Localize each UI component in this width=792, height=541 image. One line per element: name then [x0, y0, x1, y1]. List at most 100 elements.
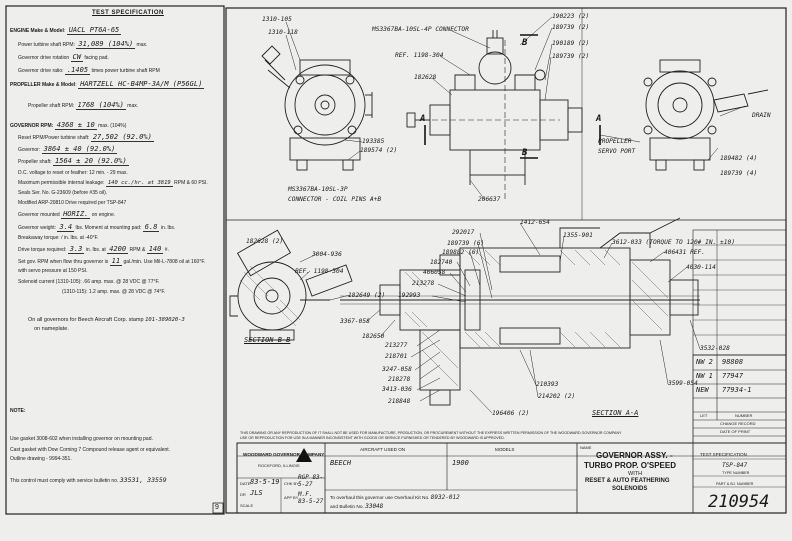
callout: 218848 [388, 398, 411, 405]
rev-code: NEW [696, 386, 709, 394]
spec-title: TEST SPECIFICATION [92, 10, 164, 16]
callout: 189739 (6) [447, 240, 485, 247]
engine-row: ENGINE Make & Model: UACL PT6A-65 [10, 26, 122, 35]
app-value: M.F. 83-5-27 [298, 491, 324, 505]
callout: PROPELLER [598, 138, 632, 145]
callout: MS3367BA-10SL-3P [288, 186, 348, 193]
note-bulletin: This control must comply with service bu… [10, 476, 167, 484]
callout: 182628 (2) [246, 238, 284, 245]
callout: CONNECTOR - COIL PINS A+B [288, 196, 382, 203]
callout: 3413-036 [382, 386, 412, 393]
aircraft-value: BEECH [330, 459, 352, 467]
ratio-row: Governor drive ratio: .1405 times power … [18, 66, 160, 75]
callout: 189739 (4) [720, 170, 758, 177]
weight-label: Governor weight: [18, 225, 57, 231]
leakage-label: Maximum permissible internal leakage: [18, 180, 105, 186]
note-gasket: Use gasket 3008-602 when installing gove… [10, 436, 153, 442]
bulletin-note: and Bulletin No. 33048 [330, 503, 383, 510]
mounting-suffix: on engine. [91, 212, 116, 218]
gov-rpm-label: GOVERNOR RPM: [10, 123, 54, 129]
rev-code: NW 1 [696, 372, 713, 380]
prop-rpm-label: Propeller shaft RPM: [28, 103, 75, 109]
test-row: Set gov. RPM when flow thru governor is … [18, 257, 206, 266]
section-mark-b: B [522, 38, 528, 48]
prop-shaft-label: Propeller shaft: [18, 159, 52, 165]
page-mark: 9 [215, 504, 219, 511]
governor-label: Governor: [18, 147, 41, 153]
assembly-name-5: SOLENOIDS [612, 486, 648, 492]
note-header: NOTE: [10, 408, 26, 414]
section-mark-b: B [522, 148, 528, 158]
callout: DRAIN [752, 112, 771, 119]
callout: 182650 [362, 333, 385, 340]
callout: 3247-058 [382, 366, 412, 373]
drive-label: Drive torque required: [18, 247, 67, 253]
rotation-label: Governor drive rotation [18, 55, 70, 61]
callout: 189574 (2) [360, 147, 398, 154]
dr-label: DR [240, 492, 246, 497]
drive-suffix: #. [164, 247, 169, 253]
mounting-value: HORIZ. [61, 210, 91, 219]
callout: 189882 (6) [442, 249, 480, 256]
propeller-value: HARTZELL HC-B4MP-3A/M (P56GL) [78, 80, 205, 89]
callout: 189739 (2) [552, 53, 590, 60]
callout: SERVO PORT [598, 148, 636, 155]
callout: 406431 REF. [664, 249, 705, 256]
assembly-name-3: WITH [628, 471, 643, 477]
callout: 213277 [385, 342, 408, 349]
callout: 190189 (2) [552, 40, 590, 47]
disclaimer-line-2: USE OR REPRODUCTION FOR USE IN A MANNER … [240, 436, 505, 440]
weight-value: 3.4 [57, 223, 75, 232]
mounting-row: Governor mounted HORIZ. on engine. [18, 210, 116, 219]
callout: 3599-054 [668, 380, 698, 387]
drive-mid: in. lbs. at [85, 247, 106, 253]
leakage-row: Maximum permissible internal leakage: 14… [18, 180, 208, 187]
prop-shaft-row: Propeller shaft: 1564 ± 20 (92.0%) [18, 157, 129, 166]
rotation-suffix: facing pad. [84, 55, 109, 61]
overhaul-kit: 8932-012 [430, 494, 460, 501]
gov-rpm-value: 4368 ± 10 [54, 121, 97, 130]
callout: 196406 (2) [492, 410, 530, 417]
chk-value: RGP 83-5-27 [298, 474, 324, 488]
engine-label: ENGINE Make & Model [10, 28, 64, 34]
drive-mid2: RPM & [129, 247, 146, 253]
callout: 4030-114 [686, 264, 716, 271]
part-number: 210954 [708, 492, 770, 512]
callout: 182740 [430, 259, 453, 266]
ratio-label: Governor drive ratio: [18, 68, 64, 74]
overhaul-note: To overhaul this governor use Overhaul K… [330, 494, 460, 501]
rotation-row: Governor drive rotation CW facing pad. [18, 53, 109, 62]
callout: MS3367BA-10SL-4P CONNECTOR [372, 26, 469, 33]
beech-note-text: On all governors for Beech Aircraft Corp… [28, 317, 144, 323]
gov-rpm-row: GOVERNOR RPM: 4368 ± 10 max. (104%) [10, 121, 126, 130]
callout: 182649 (2) [348, 292, 386, 299]
model-value: 1900 [452, 459, 469, 467]
callout: 213278 [412, 280, 435, 287]
callout: 3612-033 (TORQUE TO 120# IN. ±10) [612, 239, 735, 246]
reset-row: Reset RPM/Power turbine shaft: 27,502 (9… [18, 133, 154, 142]
turbine-suffix: max. [136, 42, 148, 48]
reset-value: 27,502 (92.0%) [90, 133, 154, 142]
solenoid-row-2: (1310-115): 1.2 amp. max. @ 28 VDC @ 74°… [62, 289, 166, 295]
assembly-name-4: RESET & AUTO FEATHERING [585, 478, 670, 484]
section-bb-label: SECTION B-B [244, 336, 291, 344]
beech-note-tail: on nameplate. [34, 326, 69, 332]
ratio-value: .1405 [64, 66, 91, 75]
prop-rpm-suffix: max. [127, 103, 139, 109]
drive-row: Drive torque required: 3.3 in. lbs. at 4… [18, 245, 169, 254]
solenoid-row-1: Solenoid current (1310-105): .66 amp. ma… [18, 279, 160, 285]
callout: REF. 1198-304 [295, 268, 344, 275]
leakage-suffix: RPM & 60 PSI. [174, 180, 208, 186]
assembly-name-2: TURBO PROP. O'SPEED [584, 461, 676, 470]
note-cast: Cast gasket with Dow Corning 7 Compound … [10, 447, 171, 453]
modified-row: Modified ARP-20810 Drive required per TS… [18, 200, 127, 206]
weight-row: Governor weight: 3.4 lbs. Moment at moun… [18, 223, 175, 232]
section-mark-a: A [420, 114, 426, 124]
section-mark-a: A [596, 114, 602, 124]
callout: 1355-901 [563, 232, 593, 239]
name-label: NAME [580, 445, 592, 450]
test-suffix: gal./min. Use Mil-L-7808 oil at 160°F. [123, 259, 206, 265]
company-city: ROCKFORD, ILLINOIS [258, 463, 300, 468]
drive-value: 3.3 [67, 245, 85, 254]
